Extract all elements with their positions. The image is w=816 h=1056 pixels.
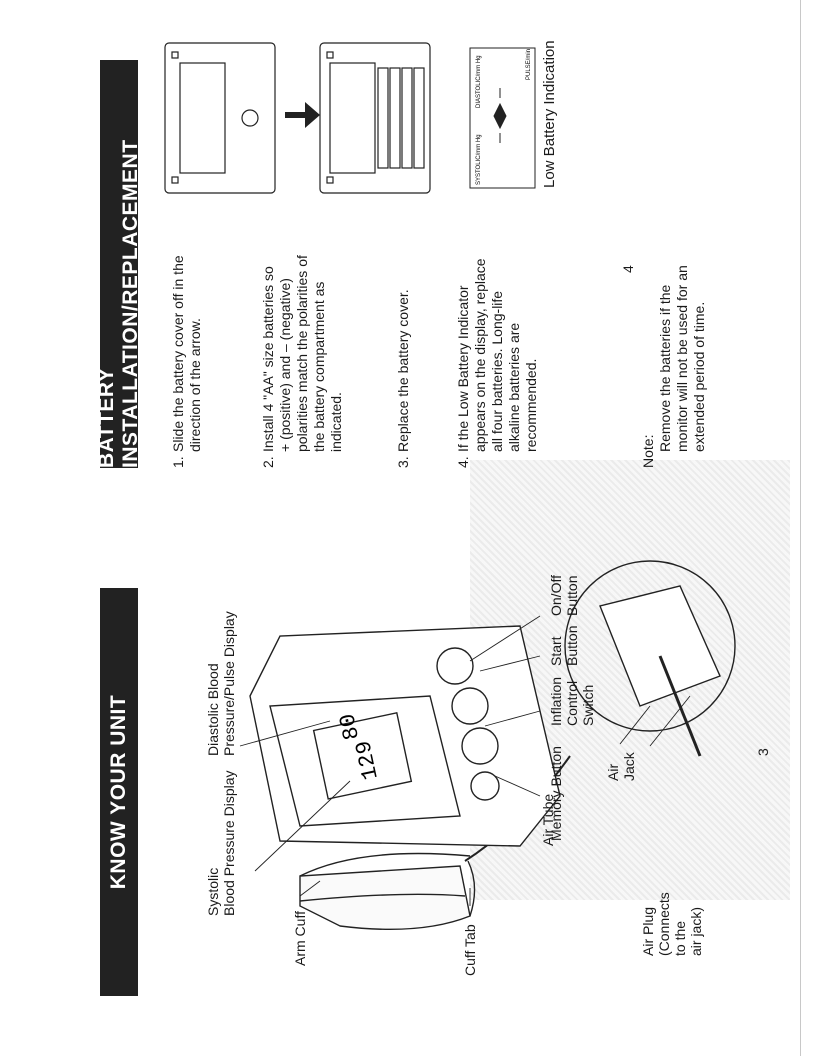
diastolic-reading: 80: [335, 711, 365, 742]
low-battery-lcd-drawing: [469, 47, 536, 189]
label-inflation: Inflation Control Switch: [548, 676, 596, 726]
arm-cuff-drawing: [299, 755, 571, 931]
air-jack-detail-drawing: [564, 560, 736, 757]
page-number-3: 3: [755, 748, 771, 756]
label-systolic: Systolic Blood Pressure Display: [205, 770, 237, 916]
battery-compartment-drawing: [319, 42, 431, 194]
label-air-jack: Air Jack: [605, 752, 637, 781]
battery-panel: BATTERY INSTALLATION/REPLACEMENT 1. Slid…: [100, 40, 707, 468]
label-start: Start Button: [548, 625, 580, 666]
label-diastolic: Diastolic Blood Pressure/Pulse Display: [205, 611, 237, 756]
know-your-unit-panel: KNOW YOUR UNIT: [0, 528, 816, 1056]
low-battery-caption: Low Battery Indication: [541, 40, 558, 188]
label-cuff-tab: Cuff Tab: [462, 924, 478, 976]
monitor-body-drawing: [249, 625, 561, 847]
lcd-systolic-label: SYSTOLIC/mm Hg: [476, 134, 482, 185]
lcd-pulse-label: PULSE/min: [526, 49, 532, 80]
down-arrow-icon: [285, 102, 320, 128]
lcd-diastolic-label: DIASTOLIC/mm Hg: [476, 55, 482, 108]
leader-lines: [239, 615, 691, 906]
battery-illustrations: SYSTOLIC/mm Hg DIASTOLIC/mm Hg PULSE/min: [164, 42, 536, 194]
battery-cover-drawing: [164, 42, 276, 194]
page-edge-line: [800, 0, 801, 1056]
label-onoff: On/Off Button: [548, 575, 580, 616]
monitor-illustration: 129 80: [239, 560, 736, 931]
label-memory-button: Memory Button: [548, 746, 564, 841]
label-air-plug: Air Plug (Connects to the air jack): [640, 892, 704, 956]
label-arm-cuff: Arm Cuff: [292, 911, 308, 966]
